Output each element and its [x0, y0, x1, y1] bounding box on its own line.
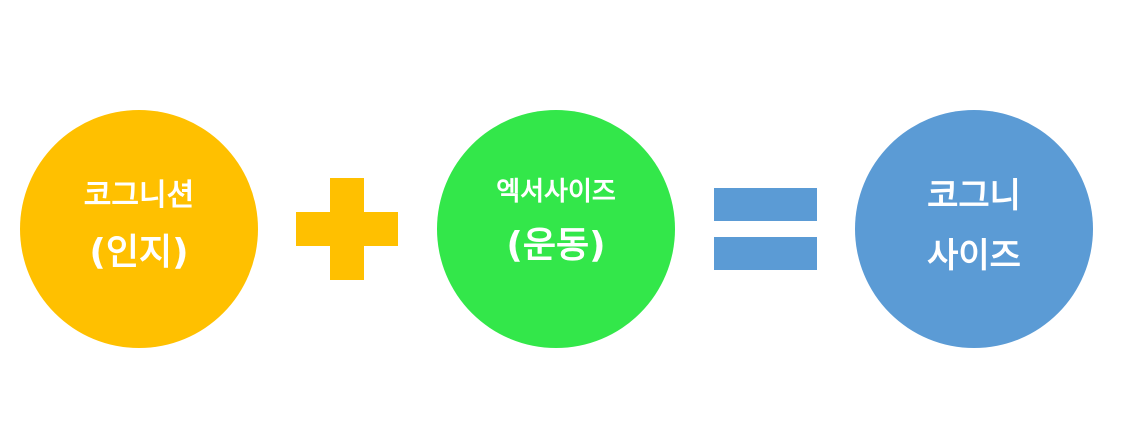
plus-icon-horizontal-bar	[296, 212, 398, 246]
equals-icon-bottom-bar	[714, 237, 817, 270]
result-sublabel: 사이즈	[927, 236, 1021, 276]
result-circle: 코그니 사이즈	[855, 110, 1093, 348]
result-label: 코그니	[927, 176, 1021, 216]
cognition-label: 코그니션	[83, 178, 195, 213]
cognition-sublabel: (인지)	[89, 232, 189, 273]
exercise-sublabel: (운동)	[506, 225, 606, 266]
exercise-circle: 엑서사이즈 (운동)	[437, 110, 675, 348]
equals-icon-top-bar	[714, 188, 817, 221]
cognition-circle: 코그니션 (인지)	[20, 110, 258, 348]
exercise-label: 엑서사이즈	[496, 177, 616, 207]
